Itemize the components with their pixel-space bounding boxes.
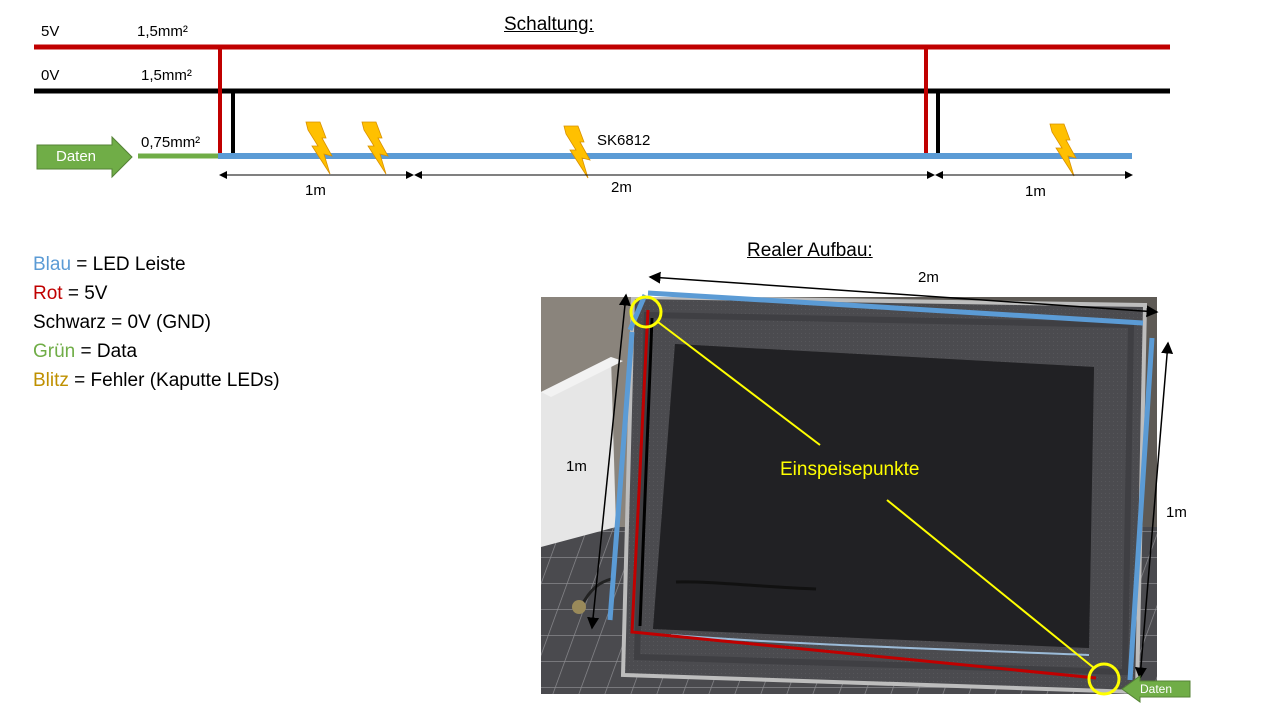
lightning-bolt-icon xyxy=(361,121,389,175)
feed-points-label: Einspeisepunkte xyxy=(780,459,920,480)
photo-top-dimension-label: 2m xyxy=(918,269,939,286)
photo-right-dimension-label: 1m xyxy=(1166,504,1187,521)
strip-type-label: SK6812 xyxy=(597,132,651,149)
real-setup-photo xyxy=(541,297,1157,694)
real-setup-title: Realer Aufbau: xyxy=(747,240,873,261)
legend-item-bolt: Blitz = Fehler (Kaputte LEDs) xyxy=(33,366,280,395)
data-cross-section: 0,75mm² xyxy=(141,134,201,151)
legend-definition: = LED Leiste xyxy=(71,254,186,275)
photo-data-arrow-label: Daten xyxy=(1140,682,1173,696)
legend-definition: = 0V (GND) xyxy=(105,312,211,333)
rail-5v-label: 5V xyxy=(41,23,60,40)
legend-definition: = 5V xyxy=(62,283,108,304)
legend-item-black: Schwarz = 0V (GND) xyxy=(33,308,280,337)
legend-term: Grün xyxy=(33,341,76,362)
legend-term: Blitz xyxy=(33,370,69,391)
segment-length-label: 1m xyxy=(1025,183,1046,200)
lightning-bolt-icon xyxy=(563,125,591,179)
lightning-bolt-icon xyxy=(305,121,333,175)
legend-item-red: Rot = 5V xyxy=(33,279,280,308)
rail-0v-label: 0V xyxy=(41,67,60,84)
legend-item-green: Grün = Data xyxy=(33,337,280,366)
photo-left-dimension-label: 1m xyxy=(566,458,587,475)
data-arrow-icon xyxy=(36,135,133,179)
segment-length-label: 2m xyxy=(611,179,632,196)
color-legend: Blau = LED Leiste Rot = 5V Schwarz = 0V … xyxy=(33,250,280,395)
legend-term: Blau xyxy=(33,254,72,275)
rail-0v-cross-section: 1,5mm² xyxy=(141,67,192,84)
lightning-bolt-icon xyxy=(1049,123,1077,177)
legend-item-blue: Blau = LED Leiste xyxy=(33,250,280,279)
segment-length-label: 1m xyxy=(305,182,326,199)
data-arrow-label: Daten xyxy=(56,148,97,165)
legend-term: Schwarz xyxy=(33,312,106,333)
rail-5v-cross-section: 1,5mm² xyxy=(137,23,188,40)
schematic-title: Schaltung: xyxy=(504,14,594,35)
legend-definition: = Fehler (Kaputte LEDs) xyxy=(68,370,280,391)
legend-definition: = Data xyxy=(75,341,138,362)
legend-term: Rot xyxy=(33,283,63,304)
